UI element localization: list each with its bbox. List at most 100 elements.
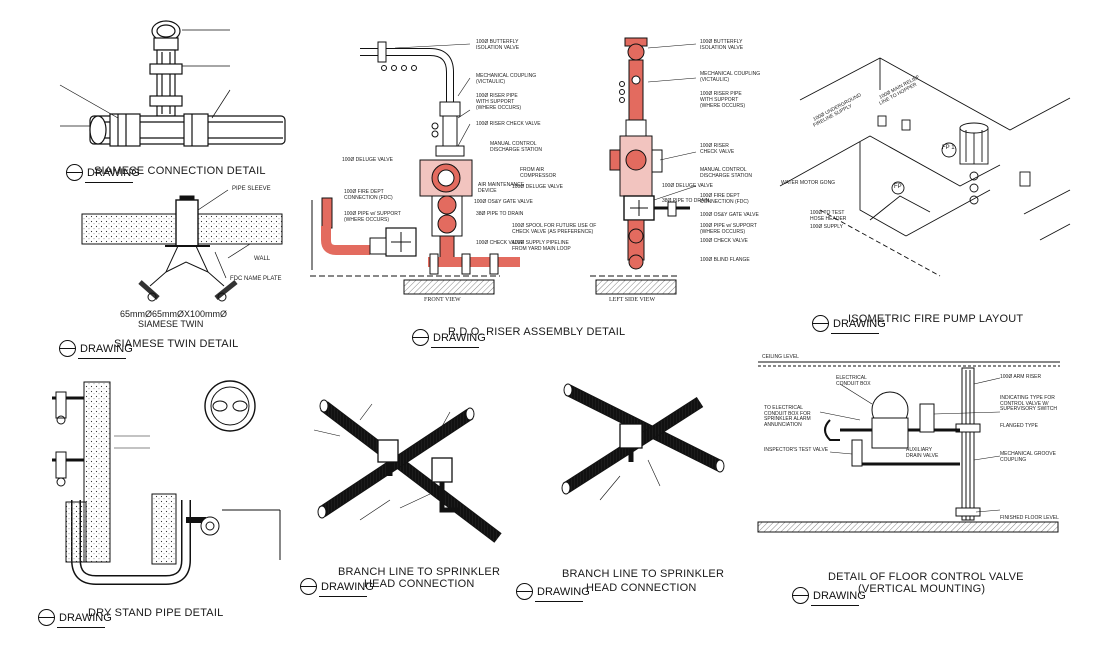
- drawing-tag-label: DRAWING: [813, 589, 866, 602]
- riser-front-callout: DEVICE: [478, 188, 497, 194]
- tag-circle-icon: [412, 329, 429, 346]
- riser-front-callout: CHECK VALVE (AS PREFERENCE): [512, 229, 594, 235]
- riser-side-callout: CONNECTION (FDC): [700, 199, 749, 205]
- pump-callout-hose: HOSE HEADER: [810, 216, 847, 222]
- drawing-tag-1: DRAWING: [66, 164, 140, 183]
- riser-side-callout: WITH SUPPORT: [700, 97, 739, 103]
- riser-side-callout: DISCHARGE STATION: [700, 173, 753, 179]
- title-branch-line-2-l1: BRANCH LINE TO SPRINKLER: [562, 568, 725, 580]
- drawing-tag-8: DRAWING: [792, 587, 866, 606]
- title-siamese-connection: SIAMESE CONNECTION DETAIL: [94, 165, 266, 177]
- riser-side-callout: (VICTAULIC): [700, 77, 730, 83]
- fv-ffl: FINISHED FLOOR LEVEL: [1000, 515, 1059, 521]
- riser-front-callout: CONNECTION (FDC): [344, 195, 393, 201]
- riser-side-callout: 100Ø PIPE w/ SUPPORT: [700, 223, 757, 229]
- riser-side-callout: (WHERE OCCURS): [700, 103, 745, 109]
- branch-line-1-drawing: [313, 399, 502, 543]
- drawing-tag-label: DRAWING: [433, 331, 486, 344]
- drawing-tag-label: DRAWING: [87, 166, 140, 179]
- riser-front-callout: AIR MAINTENANCE: [478, 182, 525, 188]
- riser-front-callout: FROM AIR: [520, 167, 545, 173]
- riser-front-callout: FROM YARD MAIN LOOP: [512, 246, 571, 252]
- pump-callout-supply: 100Ø SUPPLY: [810, 224, 843, 230]
- title-branch-line-1-l1: BRANCH LINE TO SPRINKLER: [338, 566, 501, 578]
- riser-front-callout: 100Ø FIRE DEPT: [344, 189, 384, 195]
- tag-circle-icon: [516, 583, 533, 600]
- drawing-tag-label: DRAWING: [833, 317, 886, 330]
- riser-side-callout: 100Ø RISER: [700, 143, 729, 149]
- tag-circle-icon: [66, 164, 83, 181]
- drawing-tag-5: DRAWING: [38, 609, 112, 628]
- dry-stand-pipe-drawing: [52, 380, 281, 585]
- riser-front-callout: COMPRESSOR: [520, 173, 557, 179]
- drawing-tag-6: DRAWING: [300, 578, 374, 597]
- riser-front-callout: 100Ø DELUGE VALVE: [342, 157, 393, 163]
- riser-front-callout: (WHERE OCCURS): [344, 217, 389, 223]
- floor-valve-drawing: [757, 361, 1060, 533]
- riser-front-callout: ISOLATION VALVE: [476, 45, 520, 51]
- pump-marker-fp: FP: [894, 184, 902, 190]
- title-branch-line-2-l2: HEAD CONNECTION: [586, 582, 697, 594]
- riser-front-callout: 38Ø PIPE TO DRAIN: [476, 211, 524, 217]
- drawing-tag-2: DRAWING: [59, 340, 133, 359]
- tag-circle-icon: [792, 587, 809, 604]
- riser-front-callout: 100Ø SPOOL FOR FUTURE USE OF: [512, 223, 597, 229]
- riser-side-callout: (WHERE OCCURS): [700, 229, 745, 235]
- title-riser-assembly: R.D.O. RISER ASSEMBLY DETAIL: [448, 326, 626, 338]
- riser-side-callout: 100Ø FIRE DEPT: [700, 193, 740, 199]
- riser-front-callout: 100Ø SUPPLY PIPELINE: [512, 240, 569, 246]
- pump-callout-gong: WATER MOTOR GONG: [781, 180, 836, 186]
- tag-circle-icon: [38, 609, 55, 626]
- riser-side-callout: 38Ø PIPE TO DRAIN: [662, 198, 710, 204]
- fv-indicating-type: INDICATING TYPE FOR CONTROL VALVE W/ SUP…: [1000, 395, 1057, 412]
- tag-circle-icon: [59, 340, 76, 357]
- isometric-pump-drawing: [779, 57, 1071, 277]
- siamese-name-label: SIAMESE TWIN: [138, 319, 204, 329]
- riser-front-callout: (WHERE OCCURS): [476, 105, 521, 111]
- riser-side-drawing: [590, 37, 697, 295]
- pump-marker-fp1: FP 1: [942, 145, 955, 151]
- side-view-label: LEFT SIDE VIEW: [609, 297, 656, 303]
- fv-conduit-box: ELECTRICAL CONDUIT BOX: [836, 375, 871, 387]
- title-siamese-twin: SIAMESE TWIN DETAIL: [114, 338, 239, 350]
- riser-side-callout: MECHANICAL COUPLING: [700, 71, 761, 77]
- riser-side-callout: CHECK VALVE: [700, 149, 735, 155]
- title-isometric-pump: ISOMETRIC FIRE PUMP LAYOUT: [848, 313, 1024, 325]
- title-floor-valve-l2: (VERTICAL MOUNTING): [858, 583, 986, 595]
- drawing-tag-label: DRAWING: [537, 585, 590, 598]
- drawing-tag-label: DRAWING: [80, 342, 133, 355]
- fv-arm-riser: 100Ø ARM RISER: [1000, 374, 1042, 380]
- fv-aux-drain: AUXILIARY DRAIN VALVE: [906, 447, 939, 459]
- riser-side-callout: 100Ø BLIND FLANGE: [700, 257, 750, 263]
- fv-inspector-test: INSPECTOR'S TEST VALVE: [764, 447, 829, 453]
- riser-front-callout: MECHANICAL COUPLING: [476, 73, 537, 79]
- riser-front-callout: 100Ø DELUGE VALVE: [512, 184, 563, 190]
- fv-ceiling-level: CEILING LEVEL: [762, 354, 799, 360]
- pipe-sleeve-callout: PIPE SLEEVE: [232, 186, 271, 192]
- riser-front-callout: 100Ø RISER PIPE: [476, 93, 518, 99]
- drawing-tag-4: DRAWING: [812, 315, 886, 334]
- pump-callout-test: 100Ø TO TEST: [810, 210, 845, 216]
- riser-front-callout: 100Ø RISER CHECK VALVE: [476, 121, 541, 127]
- riser-front-drawing: [310, 41, 520, 295]
- riser-front-callout: (VICTAULIC): [476, 79, 506, 85]
- branch-line-2-drawing: [561, 383, 725, 501]
- riser-side-callout: ISOLATION VALVE: [700, 45, 744, 51]
- riser-side-callout: 100Ø OS&Y GATE VALVE: [700, 212, 759, 218]
- title-branch-line-1-l2: HEAD CONNECTION: [364, 578, 475, 590]
- title-floor-valve-l1: DETAIL OF FLOOR CONTROL VALVE: [828, 571, 1024, 583]
- title-dry-stand-pipe: DRY STAND PIPE DETAIL: [88, 607, 224, 619]
- riser-front-callout: 100Ø OS&Y GATE VALVE: [474, 199, 533, 205]
- riser-side-callout: 100Ø RISER PIPE: [700, 91, 742, 97]
- riser-front-callout: MANUAL CONTROL: [490, 141, 537, 147]
- riser-side-callout: 100Ø CHECK VALVE: [700, 238, 748, 244]
- riser-front-callout: DISCHARGE STATION: [490, 147, 543, 153]
- drawing-tag-7: DRAWING: [516, 583, 590, 602]
- wall-callout: WALL: [254, 256, 271, 262]
- drawing-tag-3: DRAWING: [412, 329, 486, 348]
- fv-groove-coupling: MECHANICAL GROOVE COUPLING: [1000, 451, 1056, 463]
- drawing-tag-label: DRAWING: [321, 580, 374, 593]
- fdc-plate-callout: FDC NAME PLATE: [230, 276, 282, 282]
